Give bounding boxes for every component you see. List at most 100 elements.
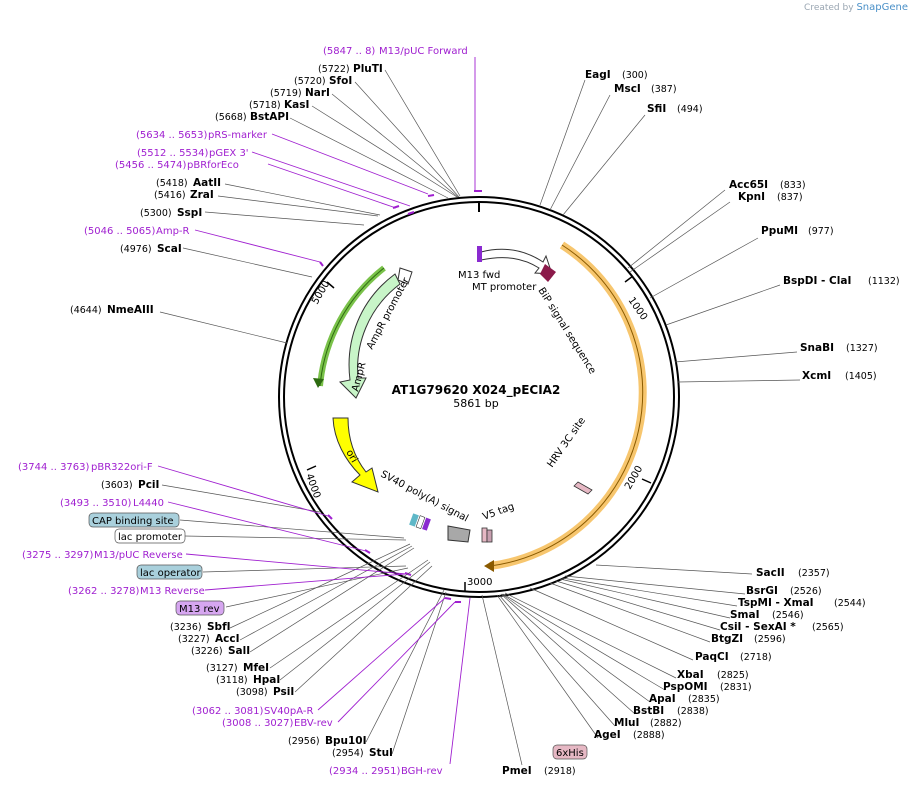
primer-name: Amp-R xyxy=(156,226,190,237)
site-name: SfoI xyxy=(329,75,352,87)
site-pos: (2835) xyxy=(688,694,720,705)
primer-name: pRS-marker xyxy=(208,130,268,141)
site-name: SnaBI xyxy=(800,342,834,354)
primer-range: (3275 .. 3297) xyxy=(22,550,94,561)
site-pos: (494) xyxy=(677,104,703,115)
site-name: XbaI xyxy=(677,669,704,681)
tick-label-3000: 3000 xyxy=(467,577,492,588)
site-pos: (3227) xyxy=(178,634,210,645)
site-pos: (2956) xyxy=(288,736,320,747)
site-name: HpaI xyxy=(253,674,280,686)
cds-arc xyxy=(489,241,647,570)
primer-range: (3062 .. 3081) xyxy=(192,706,264,717)
site-pos: (2596) xyxy=(754,634,786,645)
site-name: EagI xyxy=(585,69,611,81)
plasmid-length: 5861 bp xyxy=(453,397,498,410)
primer-marks xyxy=(319,190,482,603)
primer-name: EBV-rev xyxy=(294,718,333,729)
m13-rev-label: M13 rev xyxy=(179,604,220,615)
primer-range: (3744 .. 3763) xyxy=(18,462,90,473)
cds-arc-line xyxy=(489,244,644,567)
primer-range: (2934 .. 2951) xyxy=(329,766,401,777)
site-name: Bpu10I xyxy=(325,735,367,747)
site-pos: (3098) xyxy=(236,687,268,698)
site-name: BstAPI xyxy=(250,111,289,123)
lac-operator-label: lac operator xyxy=(140,568,201,579)
label-bip-signal: BiP signal sequence xyxy=(535,286,597,376)
primer-range: (3008 .. 3027) xyxy=(222,718,294,729)
cds-arrowhead xyxy=(484,560,494,572)
m13-rev-box xyxy=(175,600,225,616)
primer-range: (5634 .. 5653) xyxy=(136,130,208,141)
primer-leaders xyxy=(157,57,476,765)
site-pos: (5720) xyxy=(294,76,326,87)
site-pos: (2357) xyxy=(798,568,830,579)
site-name: TspMI - XmaI xyxy=(738,597,814,609)
cap-binding-box xyxy=(88,512,180,528)
site-pos: (3127) xyxy=(206,663,238,674)
site-name: ApaI xyxy=(649,693,676,705)
label-hrv3c: HRV 3C site xyxy=(545,415,588,469)
backbone-outer xyxy=(278,196,680,598)
tick-marks xyxy=(306,202,652,592)
site-pos: (4644) xyxy=(70,305,102,316)
site-name: AatII xyxy=(193,177,221,189)
primer-name: M13/pUC Reverse xyxy=(94,550,183,561)
site-name: MfeI xyxy=(243,662,269,674)
credit-text: Created by xyxy=(804,3,854,13)
cap-site-feature xyxy=(409,513,419,527)
site-pos: (5722) xyxy=(318,64,350,75)
primer-range: (5512 .. 5534) xyxy=(137,148,209,159)
site-name: PluTI xyxy=(353,63,383,75)
sites-right: EagI (300) MscI (387) SfiI (494) Acc65I … xyxy=(502,69,900,777)
site-name: PaqCI xyxy=(695,651,729,663)
site-pos: (3118) xyxy=(216,675,248,686)
primer-name: L4440 xyxy=(133,498,164,509)
site-pos: (2544) xyxy=(834,598,866,609)
site-pos: (2838) xyxy=(677,706,709,717)
leader-lines-right xyxy=(481,79,801,766)
site-name: AgeI xyxy=(594,729,621,741)
label-sv40-polya: SV40 poly(A) signal xyxy=(379,469,470,525)
lac-operator-box xyxy=(136,564,203,580)
m13-fwd-feature xyxy=(477,246,482,262)
site-name: XcmI xyxy=(802,370,831,382)
site-pos: (387) xyxy=(651,84,677,95)
primer-range: (5456 .. 5474) xyxy=(115,160,187,171)
site-pos: (2825) xyxy=(717,670,749,681)
primer-range: (5046 .. 5065) xyxy=(84,226,156,237)
site-name: AccI xyxy=(215,633,239,645)
label-m13-fwd: M13 fwd xyxy=(458,270,500,281)
site-pos: (833) xyxy=(780,180,806,191)
site-pos: (5668) xyxy=(215,112,247,123)
bip-signal-feature xyxy=(540,264,556,282)
his-tag-label: 6xHis xyxy=(556,748,584,759)
primer-name: M13/pUC Forward xyxy=(379,46,468,57)
site-pos: (300) xyxy=(622,70,648,81)
primer-name: pBRforEco xyxy=(187,160,239,171)
primer-name: BGH-rev xyxy=(401,766,443,777)
v5-tag-feature xyxy=(481,527,488,543)
sites-left: (5722) PluTI (5720) SfoI (5719) NarI (57… xyxy=(70,63,393,759)
his-tag-box xyxy=(552,744,588,760)
site-name: SacII xyxy=(756,567,785,579)
site-name: CsiI - SexAI * xyxy=(720,621,796,633)
snapgene-credit: Created by SnapGene xyxy=(804,2,908,13)
site-name: BsrGI xyxy=(746,585,778,597)
site-pos: (1327) xyxy=(846,343,878,354)
sv40-polya-feature xyxy=(447,525,471,543)
site-pos: (4976) xyxy=(120,244,152,255)
site-name: SspI xyxy=(177,207,202,219)
site-pos: (1132) xyxy=(868,276,900,287)
site-pos: (2888) xyxy=(633,730,665,741)
boxed-features: CAP binding site lac promoter lac operat… xyxy=(88,512,588,760)
site-pos: (2882) xyxy=(650,718,682,729)
site-name: NarI xyxy=(305,87,330,99)
site-name: BstBI xyxy=(633,705,664,717)
lac-promoter-feature xyxy=(415,515,426,530)
site-name: BspDI - ClaI xyxy=(783,275,851,287)
site-pos: (977) xyxy=(808,226,834,237)
site-pos: (2831) xyxy=(720,682,752,693)
primer-name: M13 Reverse xyxy=(140,586,205,597)
